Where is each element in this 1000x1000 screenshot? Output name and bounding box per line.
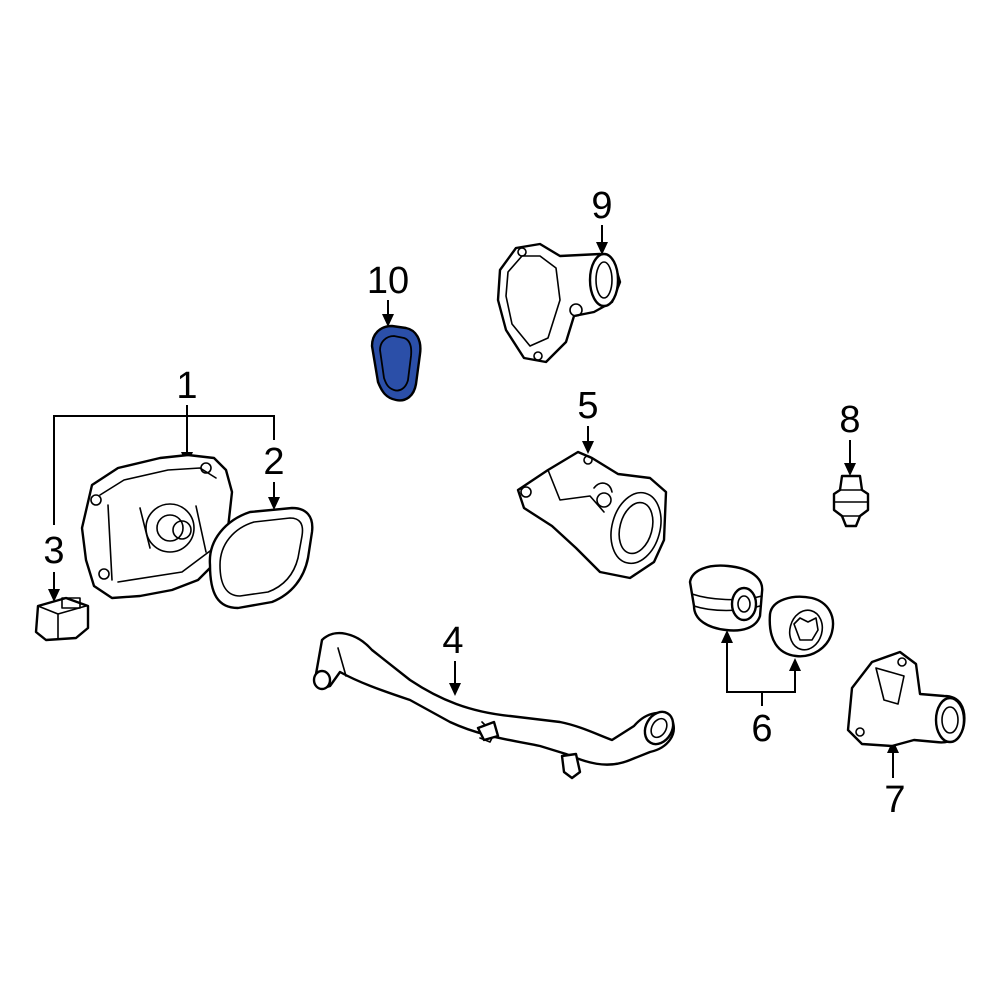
part-6-ring[interactable]: [768, 595, 835, 658]
callout-3[interactable]: 3: [43, 530, 64, 572]
part-6-seal[interactable]: [688, 564, 764, 632]
part-10-gasket[interactable]: [370, 324, 422, 402]
part-4-water-pipe[interactable]: [312, 631, 679, 780]
callout-9[interactable]: 9: [591, 185, 612, 227]
part-8-sensor[interactable]: [832, 474, 870, 528]
callout-8[interactable]: 8: [839, 399, 860, 441]
callout-4[interactable]: 4: [442, 620, 463, 662]
part-2-pump-gasket[interactable]: [208, 506, 314, 610]
callout-6[interactable]: 6: [751, 708, 772, 750]
part-5-thermostat-housing[interactable]: [516, 450, 668, 580]
callout-1[interactable]: 1: [176, 365, 197, 407]
part-7-water-outlet[interactable]: [846, 650, 966, 748]
leader-lines: [48, 225, 899, 778]
callout-7[interactable]: 7: [884, 779, 905, 821]
callout-2[interactable]: 2: [263, 441, 284, 483]
part-1-water-pump[interactable]: [80, 453, 234, 600]
part-3-bracket[interactable]: [34, 596, 90, 642]
part-9-thermostat-cover[interactable]: [496, 242, 622, 364]
callout-5[interactable]: 5: [577, 385, 598, 427]
callout-10[interactable]: 10: [367, 260, 409, 302]
